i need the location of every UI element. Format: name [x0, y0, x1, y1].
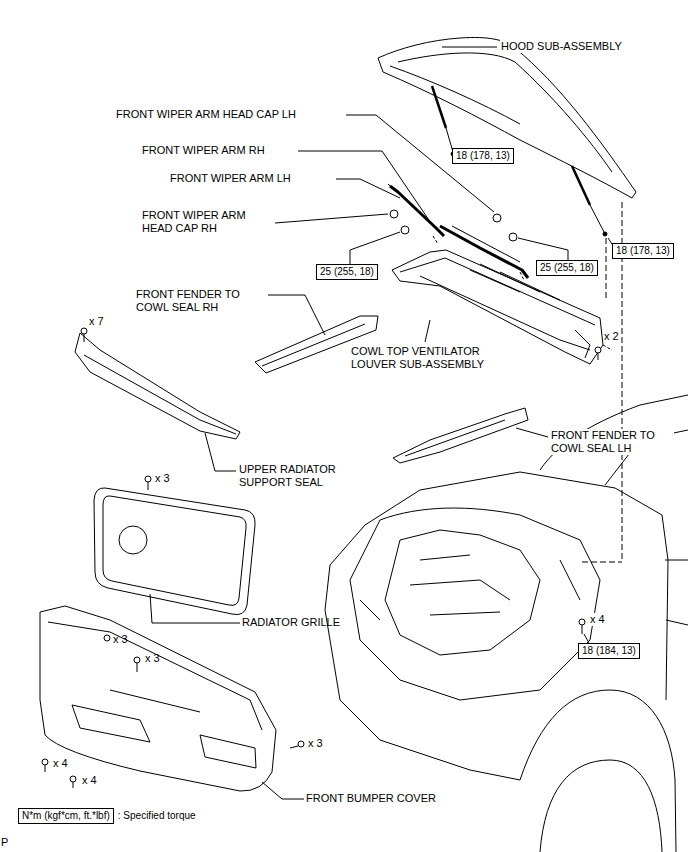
- quantity-label: x 4: [589, 613, 606, 626]
- part-name: FRONT WIPER ARM HEAD CAP RH: [142, 209, 267, 235]
- quantity-label: x 4: [82, 774, 97, 787]
- torque-value: 18 (178, 13): [612, 243, 674, 259]
- torque-box: 18 (178, 13): [612, 243, 674, 259]
- torque-legend: N*m (kgf*cm, ft.*lbf): Specified torque: [18, 808, 196, 824]
- part-name: FRONT WIPER ARM HEAD CAP LH: [116, 108, 296, 121]
- bumper-drawing: [40, 606, 304, 791]
- part-name: FRONT BUMPER COVER: [306, 792, 436, 805]
- radiator-seal-drawing: [75, 328, 240, 439]
- hood-drawing: [378, 37, 636, 236]
- seal-lh-drawing: [393, 408, 528, 463]
- quantity-label: x 3: [145, 652, 160, 665]
- quantity-label: x 3: [113, 633, 128, 646]
- part-name: FRONT FENDER TO COWL SEAL RH: [136, 288, 258, 314]
- torque-value: 18 (184, 13): [578, 643, 640, 659]
- torque-box: 18 (184, 13): [578, 643, 640, 659]
- part-name: RADIATOR GRILLE: [242, 616, 340, 629]
- torque-value: 25 (255, 18): [536, 260, 598, 276]
- part-name: FRONT FENDER TO COWL SEAL LH: [550, 429, 674, 455]
- quantity-label: x 3: [155, 472, 170, 485]
- quantity-label: x 7: [89, 315, 104, 328]
- part-name: UPPER RADIATOR SUPPORT SEAL: [239, 463, 361, 489]
- part-name: COWL TOP VENTILATOR LOUVER SUB-ASSEMBLY: [351, 345, 511, 371]
- leader-lines: [150, 47, 622, 799]
- figure-code: P: [1, 836, 8, 849]
- grille-drawing: [94, 476, 255, 615]
- torque-value: 25 (255, 18): [316, 264, 378, 280]
- quantity-label: x 4: [53, 757, 68, 770]
- torque-box: 25 (255, 18): [316, 264, 378, 280]
- quantity-label: x 3: [308, 737, 323, 750]
- part-name: FRONT WIPER ARM LH: [170, 172, 291, 185]
- legend-text: : Specified torque: [114, 810, 196, 822]
- quantity-label: x 2: [604, 330, 619, 343]
- torque-value: 18 (178, 13): [452, 148, 514, 164]
- part-name: FRONT WIPER ARM RH: [142, 144, 265, 157]
- vehicle-drawing: [325, 347, 688, 852]
- torque-box: 25 (255, 18): [536, 260, 598, 276]
- torque-box: 18 (178, 13): [452, 148, 514, 164]
- torque-value: N*m (kgf*cm, ft.*lbf): [18, 808, 114, 824]
- part-name: HOOD SUB-ASSEMBLY: [500, 40, 623, 53]
